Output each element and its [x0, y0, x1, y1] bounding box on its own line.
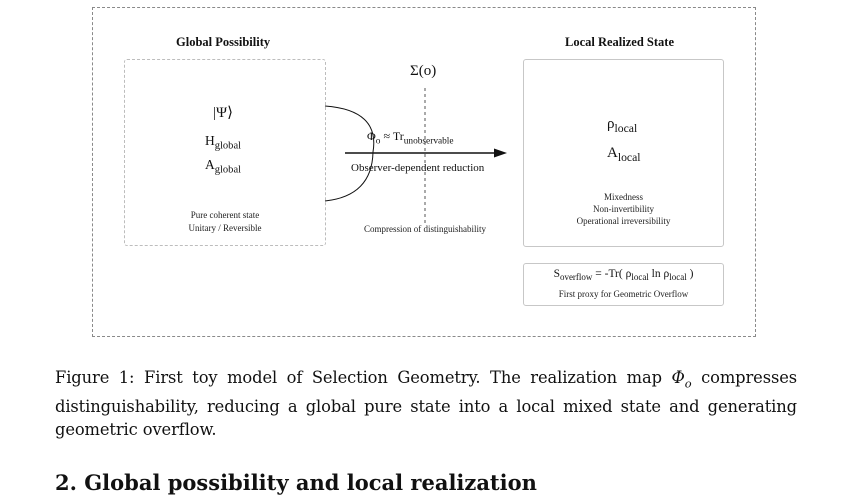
psi-ket: |Ψ⟩	[213, 105, 233, 121]
irreversibility-label: Operational irreversibility	[576, 216, 671, 226]
pure-state-desc: Pure coherent state	[190, 210, 260, 220]
figure-caption: Figure 1: First toy model of Selection G…	[55, 368, 798, 440]
realization-curve	[324, 105, 375, 202]
section-heading: 2. Global possibility and local realizat…	[55, 470, 537, 495]
non-invertibility-label: Non-invertibility	[593, 204, 654, 214]
overflow-entropy-box	[523, 263, 724, 306]
figure-frame	[92, 7, 756, 337]
sigma-label: Σ(o)	[410, 63, 437, 79]
phi-map-label: Φo ≈ Trunobservable	[367, 129, 454, 147]
compression-label: Compression of distinguishability	[363, 224, 486, 234]
global-possibility-box	[124, 59, 326, 246]
h-global-symbol: Hglobal	[205, 133, 242, 152]
realization-arrowhead	[494, 148, 507, 158]
mixedness-label: Mixedness	[604, 192, 643, 202]
global-possibility-title: Global Possibility	[176, 35, 271, 49]
overflow-proxy-note: First proxy for Geometric Overflow	[558, 289, 689, 299]
unitary-desc: Unitary / Reversible	[188, 223, 262, 233]
rho-local-symbol: ρlocal	[607, 116, 638, 136]
a-global-symbol: Aglobal	[205, 157, 242, 176]
a-local-symbol: Alocal	[607, 145, 641, 165]
local-realized-state-title: Local Realized State	[565, 35, 675, 49]
observer-reduction-label: Observer-dependent reduction	[351, 162, 485, 174]
local-realized-state-box	[523, 59, 724, 247]
overflow-entropy-equation: Soverflow = -Tr( ρlocal ln ρlocal )	[553, 268, 694, 283]
